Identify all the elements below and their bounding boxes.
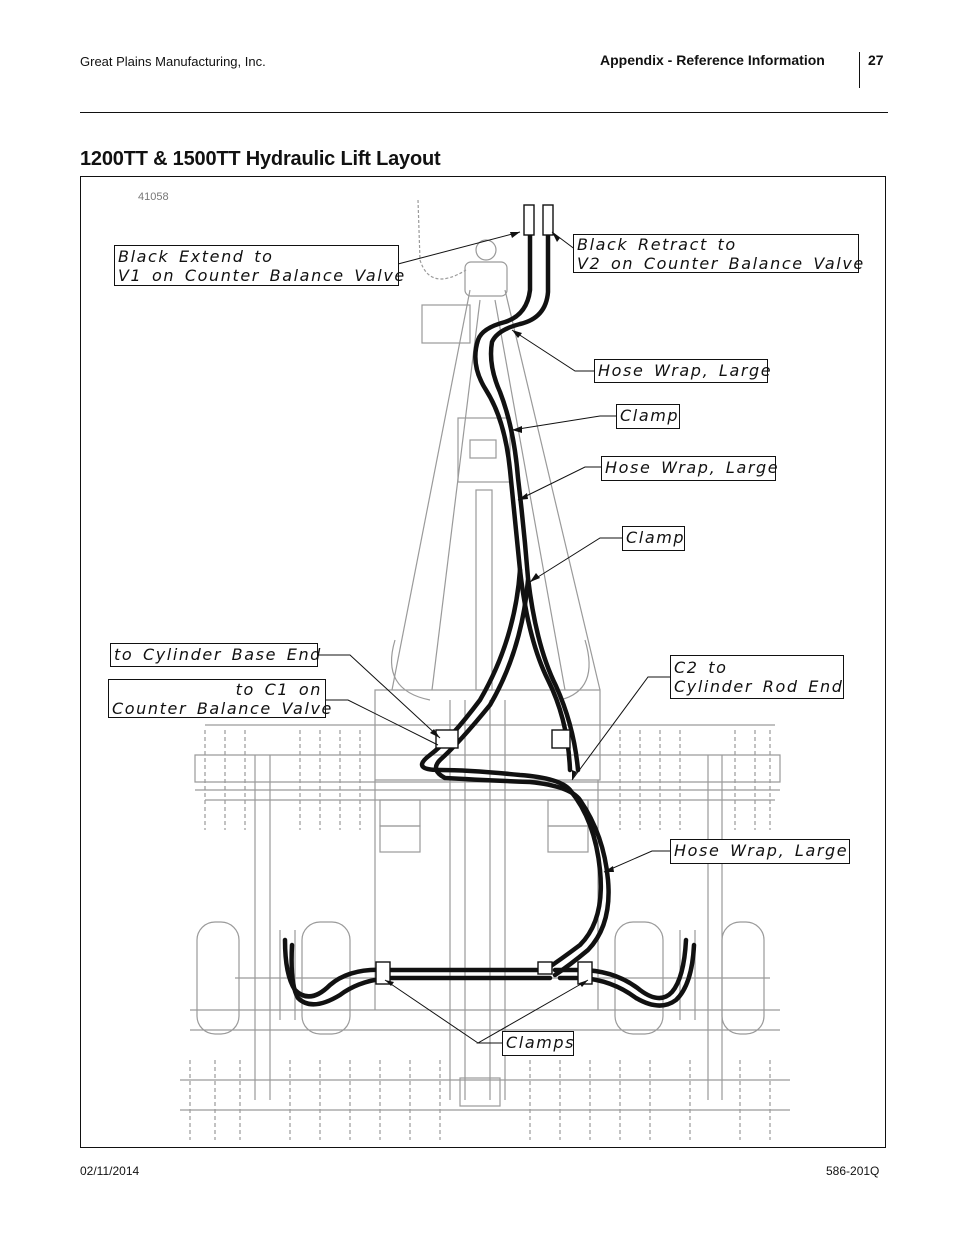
- callout-clamp-1: Clamp: [616, 404, 680, 429]
- machine-outline: [180, 199, 790, 1140]
- callout-black-extend-line2: V1 on Counter Balance Valve: [118, 266, 406, 285]
- callout-hose-wrap-2: Hose Wrap, Large: [601, 456, 778, 481]
- section-title: Appendix - Reference Information: [600, 52, 825, 68]
- figure-frame: [80, 176, 886, 1148]
- callout-clamps: Clamps: [502, 1031, 574, 1056]
- header-rule: [80, 112, 888, 113]
- leader-arrowheads: [385, 232, 614, 987]
- callout-c2: C2 to Cylinder Rod End: [670, 655, 844, 699]
- callout-black-retract-line2: V2 on Counter Balance Valve: [577, 254, 865, 273]
- page-title: 1200TT & 1500TT Hydraulic Lift Layout: [80, 148, 441, 170]
- footer-doc-number: 586-201Q: [826, 1164, 880, 1178]
- callout-black-retract-line1: Black Retract to: [577, 235, 737, 254]
- callout-c2-line2: Cylinder Rod End: [674, 677, 844, 696]
- callout-c1-line1: to C1 on: [235, 680, 322, 699]
- callout-hose-wrap-3: Hose Wrap, Large: [670, 839, 850, 864]
- footer-date: 02/11/2014: [80, 1164, 140, 1178]
- hose-fittings: [375, 204, 593, 985]
- callout-hose-wrap-1: Hose Wrap, Large: [594, 359, 771, 383]
- figure-id: 41058: [138, 191, 169, 203]
- company-name: Great Plains Manufacturing, Inc.: [80, 54, 266, 69]
- header-divider: [859, 52, 860, 88]
- callout-c1-line2: Counter Balance Valve: [112, 699, 334, 718]
- callout-c2-line1: C2 to: [674, 658, 728, 677]
- page-number: 27: [868, 52, 884, 68]
- callout-black-extend: Black Extend to V1 on Counter Balance Va…: [114, 245, 406, 286]
- callout-cylinder-base: to Cylinder Base End: [110, 643, 320, 667]
- hydraulic-hoses: [282, 232, 697, 1008]
- callout-c1: to C1 on Counter Balance Valve: [108, 679, 334, 718]
- callout-black-extend-line1: Black Extend to: [118, 247, 274, 266]
- callout-clamp-2: Clamp: [622, 526, 685, 551]
- callout-black-retract: Black Retract to V2 on Counter Balance V…: [573, 234, 865, 273]
- leader-lines: [318, 231, 670, 1044]
